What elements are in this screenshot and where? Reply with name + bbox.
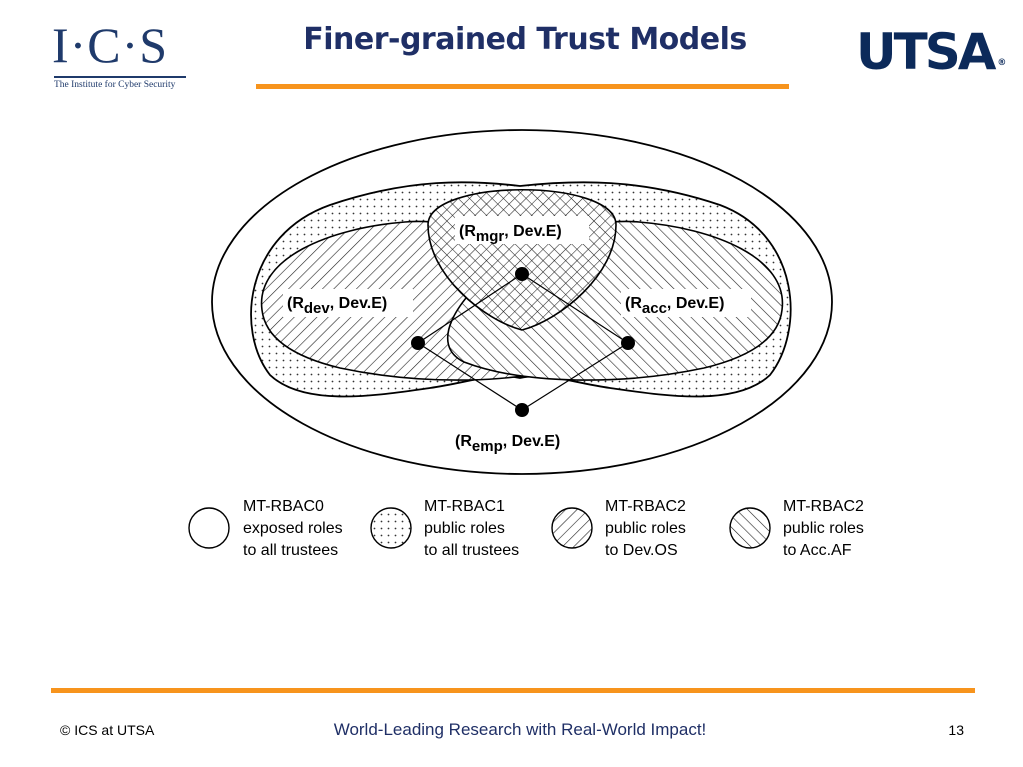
legend-line: to all trustees: [424, 542, 520, 559]
utsa-logo-text: UTSA: [856, 23, 996, 81]
node-acc: [621, 336, 635, 350]
legend-line: MT-RBAC2: [605, 498, 686, 515]
legend-line: MT-RBAC0: [243, 498, 324, 515]
legend-swatch-dots: [370, 507, 412, 549]
legend-line: public roles: [424, 520, 505, 537]
page-number: 13: [948, 722, 964, 738]
label-mgr: (Rmgr, Dev.E): [459, 223, 562, 245]
legend-swatch-hatch-forward: [551, 507, 593, 549]
edge-mgr-dev: [417, 273, 523, 344]
node-dev: [411, 336, 425, 350]
footer-rule: [51, 688, 975, 693]
utsa-registered-mark: ®: [997, 58, 1007, 68]
legend-line: to Acc.AF: [783, 542, 852, 559]
legend-swatch-blank: [188, 507, 230, 549]
legend-item-rbac0: MT-RBAC0 exposed roles to all trustees: [243, 496, 343, 562]
edge-dev-emp: [417, 342, 523, 411]
node-mgr: [515, 267, 529, 281]
edge-mgr-acc: [521, 273, 629, 344]
footer-tagline: World-Leading Research with Real-World I…: [333, 720, 707, 739]
label-emp: (Remp, Dev.E): [455, 433, 560, 455]
legend-item-rbac2-acc: MT-RBAC2 public roles to Acc.AF: [783, 496, 864, 562]
label-acc: (Racc, Dev.E): [625, 295, 724, 317]
legend-line: to all trustees: [243, 542, 339, 559]
legend-line: to Dev.OS: [605, 542, 678, 559]
legend-line: public roles: [605, 520, 686, 537]
ics-logo-subtitle: The Institute for Cyber Security: [54, 80, 176, 90]
slide-title: Finer-grained Trust Models: [303, 22, 747, 57]
legend-item-rbac1: MT-RBAC1 public roles to all trustees: [424, 496, 519, 562]
label-dev: (Rdev, Dev.E): [287, 295, 387, 317]
footer-copyright: © ICS at UTSA: [60, 722, 155, 738]
node-emp: [515, 403, 529, 417]
ics-logo-rule: [54, 76, 186, 78]
legend-line: public roles: [783, 520, 864, 537]
utsa-logo: UTSA®: [856, 22, 1006, 97]
title-underline: [256, 84, 789, 89]
ics-logo: I·C·S The Institute for Cyber Security: [52, 20, 188, 94]
legend-line: exposed roles: [243, 520, 343, 537]
ics-logo-mark: I·C·S: [52, 17, 169, 73]
legend-line: MT-RBAC1: [424, 498, 505, 515]
edge-acc-emp: [521, 342, 629, 411]
legend-item-rbac2-dev: MT-RBAC2 public roles to Dev.OS: [605, 496, 686, 562]
legend-line: MT-RBAC2: [783, 498, 864, 515]
legend-swatch-hatch-back: [729, 507, 771, 549]
